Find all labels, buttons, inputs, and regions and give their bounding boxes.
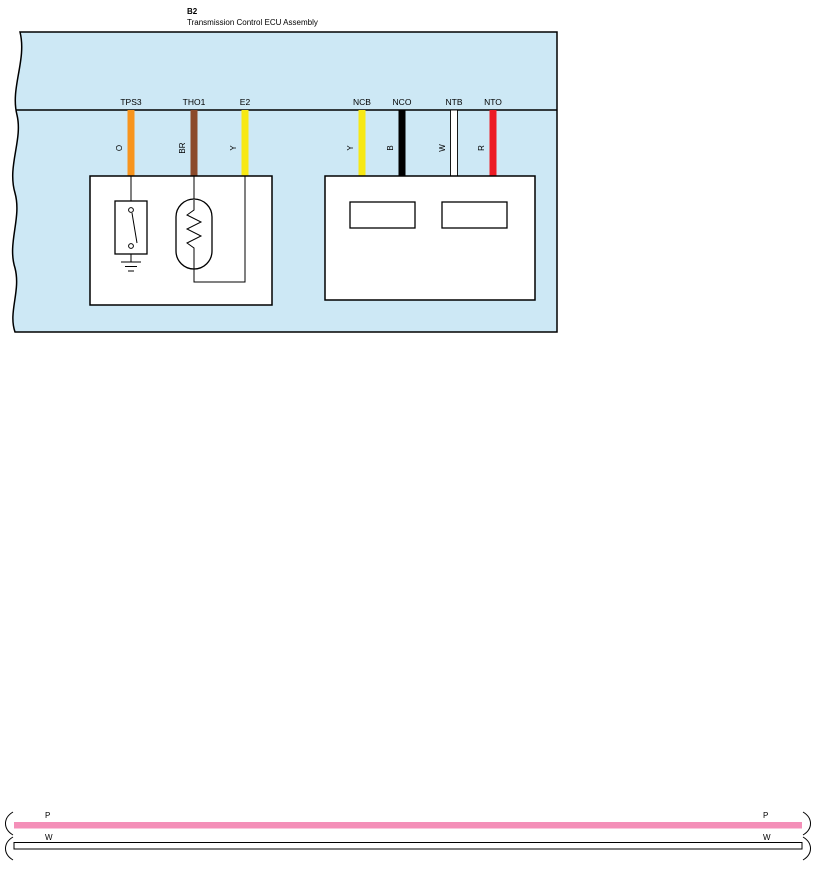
thermistor-resistor-zigzag [185, 200, 203, 269]
wire-code-ntb: W [438, 144, 447, 152]
wire-break-mark-right-bottom [802, 836, 811, 861]
wire-code-nco: B [386, 145, 395, 150]
terminal-label-nco: NCO [393, 97, 412, 107]
sensor-box-right [324, 175, 536, 301]
wire-label-p-left: P [45, 811, 50, 820]
switch-blade [131, 212, 138, 244]
wire-break-mark-left-top [5, 811, 14, 836]
terminal-label-ncb: NCB [353, 97, 371, 107]
wire-code-tps3: O [115, 145, 124, 151]
wire-label-p-right: P [763, 811, 768, 820]
switch-contact-bottom [128, 243, 134, 249]
wire-nto [489, 110, 497, 203]
switch-contact-top [128, 207, 134, 213]
wire-label-w-right: W [763, 833, 771, 842]
lead-e2-return [193, 176, 246, 283]
speed-sensor-nc-symbol [349, 201, 416, 229]
terminal-label-tps3: TPS3 [120, 97, 142, 107]
throttle-switch-symbol [114, 200, 148, 255]
component-name-label: Transmission Control ECU Assembly [187, 18, 318, 27]
wire-code-ncb: Y [346, 145, 355, 151]
wire-code-nto: R [477, 145, 486, 151]
terminal-label-nto: NTO [484, 97, 502, 107]
bottom-harness: P P W W [5, 811, 811, 861]
ground-icon [121, 254, 141, 272]
thermistor-symbol [175, 198, 213, 270]
switch-outline [114, 200, 148, 255]
terminal-label-e2: E2 [240, 97, 251, 107]
wire-tho1 [190, 110, 198, 177]
wire-code-e2: Y [229, 145, 238, 151]
wire-e2 [241, 110, 249, 177]
harness-wire-white [13, 842, 803, 850]
wire-break-mark-left-bottom [5, 836, 14, 861]
wire-label-w-left: W [45, 833, 53, 842]
speed-sensor-nt-symbol [441, 201, 508, 229]
wire-nco [398, 110, 406, 203]
harness-wire-pink [14, 822, 802, 829]
wire-tps3 [127, 110, 135, 177]
wire-break-mark-right-top [802, 811, 811, 836]
wire-code-tho1: BR [178, 142, 187, 153]
component-id-label: B2 [187, 7, 198, 16]
terminal-label-ntb: NTB [446, 97, 463, 107]
terminal-label-tho1: THO1 [183, 97, 206, 107]
wire-ncb [358, 110, 366, 203]
